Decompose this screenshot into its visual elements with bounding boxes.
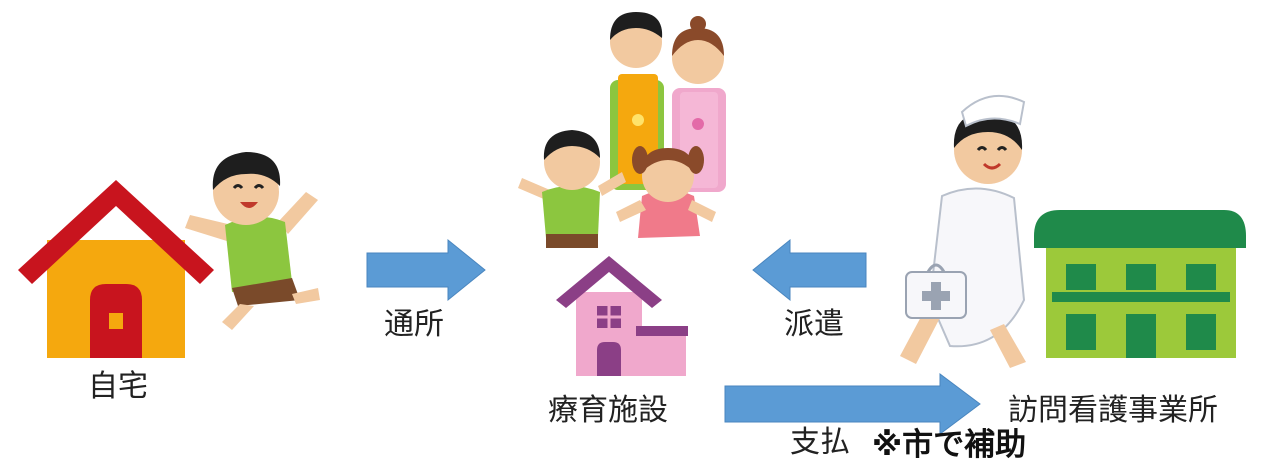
label-home: 自宅 (88, 369, 148, 404)
arrow-payment (724, 373, 981, 435)
label-facility: 療育施設 (548, 393, 668, 428)
label-payment: 支払 (790, 425, 850, 460)
boy-jumping-icon (185, 152, 320, 330)
label-agency: 訪問看護事業所 (1008, 393, 1218, 428)
arrow-commute (366, 238, 486, 302)
label-dispatch: 派遣 (784, 307, 844, 342)
nurse-icon (900, 95, 1026, 368)
house-icon (18, 180, 214, 358)
label-subsidy-note: ※市で補助 (872, 427, 1027, 463)
agency-building-icon (1034, 210, 1246, 358)
arrow-dispatch (752, 238, 867, 302)
facility-building-icon (556, 256, 688, 376)
family-icon (518, 12, 726, 248)
label-commute: 通所 (384, 307, 444, 342)
